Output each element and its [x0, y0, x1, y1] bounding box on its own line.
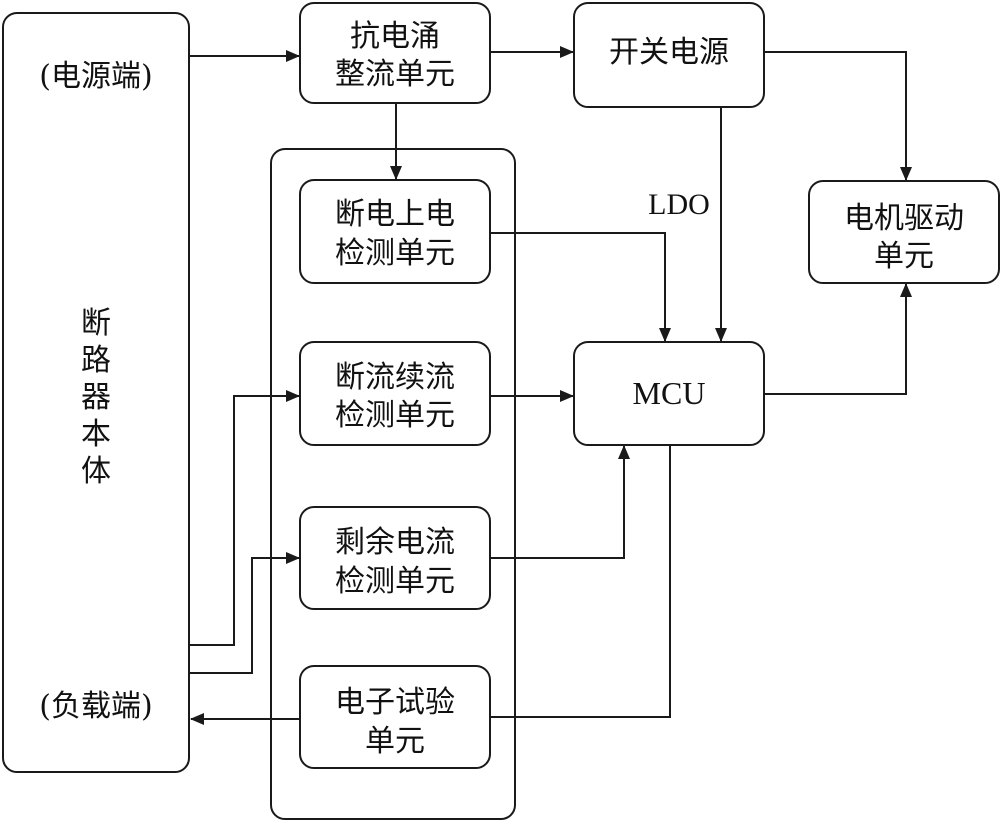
power-detect-line-2: 检测单元: [335, 236, 455, 271]
residual-detect-unit: 剩余电流 检测单元: [299, 506, 491, 610]
ldo-label: LDO: [648, 188, 710, 221]
breaker-load-end-label: (负载端): [39, 689, 152, 724]
breaker-source-end-label: (电源端): [39, 59, 152, 94]
connections: [189, 46, 912, 725]
detection-group-frame: [270, 148, 516, 820]
wire-switching-to-motor: [764, 51, 912, 181]
wire-mcu-to-motor: [764, 283, 912, 395]
wire-breaker-to-arc-detect: [189, 390, 300, 646]
breaker-body: (电源端) 断 路 器 本 体 (负载端): [2, 12, 190, 773]
wire-residual-to-mcu: [490, 445, 630, 559]
wire-breaker-to-residual: [189, 552, 300, 674]
arc-detect-line-1: 断流续流: [335, 360, 455, 395]
mcu-label: MCU: [633, 375, 706, 411]
breaker-body-char-5: 体: [81, 454, 111, 489]
residual-detect-line-2: 检测单元: [335, 564, 455, 599]
power-detect-line-1: 断电上电: [335, 197, 455, 232]
breaker-body-box: [2, 12, 190, 773]
breaker-body-char-2: 路: [81, 343, 111, 378]
surge-rectifier-line-1: 抗电涌: [350, 19, 440, 54]
breaker-body-char-1: 断: [81, 306, 111, 341]
wire-mcu-to-test: [490, 445, 671, 718]
breaker-body-char-3: 器: [81, 380, 111, 415]
arc-detect-unit: 断流续流 检测单元: [299, 341, 491, 446]
surge-rectifier-unit: 抗电涌 整流单元: [299, 2, 491, 104]
motor-drive-unit: 电机驱动 单元: [808, 180, 1000, 284]
motor-drive-line-1: 电机驱动: [844, 201, 964, 236]
switching-power-unit: 开关电源: [573, 2, 765, 108]
surge-rectifier-line-2: 整流单元: [335, 57, 455, 92]
arc-detect-box: [299, 341, 491, 446]
power-detect-unit: 断电上电 检测单元: [299, 179, 491, 284]
power-detect-box: [299, 179, 491, 284]
wire-power-detect-to-mcu: [490, 232, 671, 342]
electronic-test-line-2: 单元: [365, 724, 425, 759]
residual-detect-line-1: 剩余电流: [335, 525, 455, 560]
arc-detect-line-2: 检测单元: [335, 398, 455, 433]
breaker-body-char-4: 本: [81, 417, 111, 452]
motor-drive-line-2: 单元: [874, 239, 934, 274]
switching-power-label: 开关电源: [609, 35, 729, 70]
electronic-test-line-1: 电子试验: [335, 685, 455, 720]
mcu-unit: MCU: [573, 341, 765, 446]
switching-power-box: [573, 2, 765, 108]
electronic-test-unit: 电子试验 单元: [299, 665, 491, 769]
